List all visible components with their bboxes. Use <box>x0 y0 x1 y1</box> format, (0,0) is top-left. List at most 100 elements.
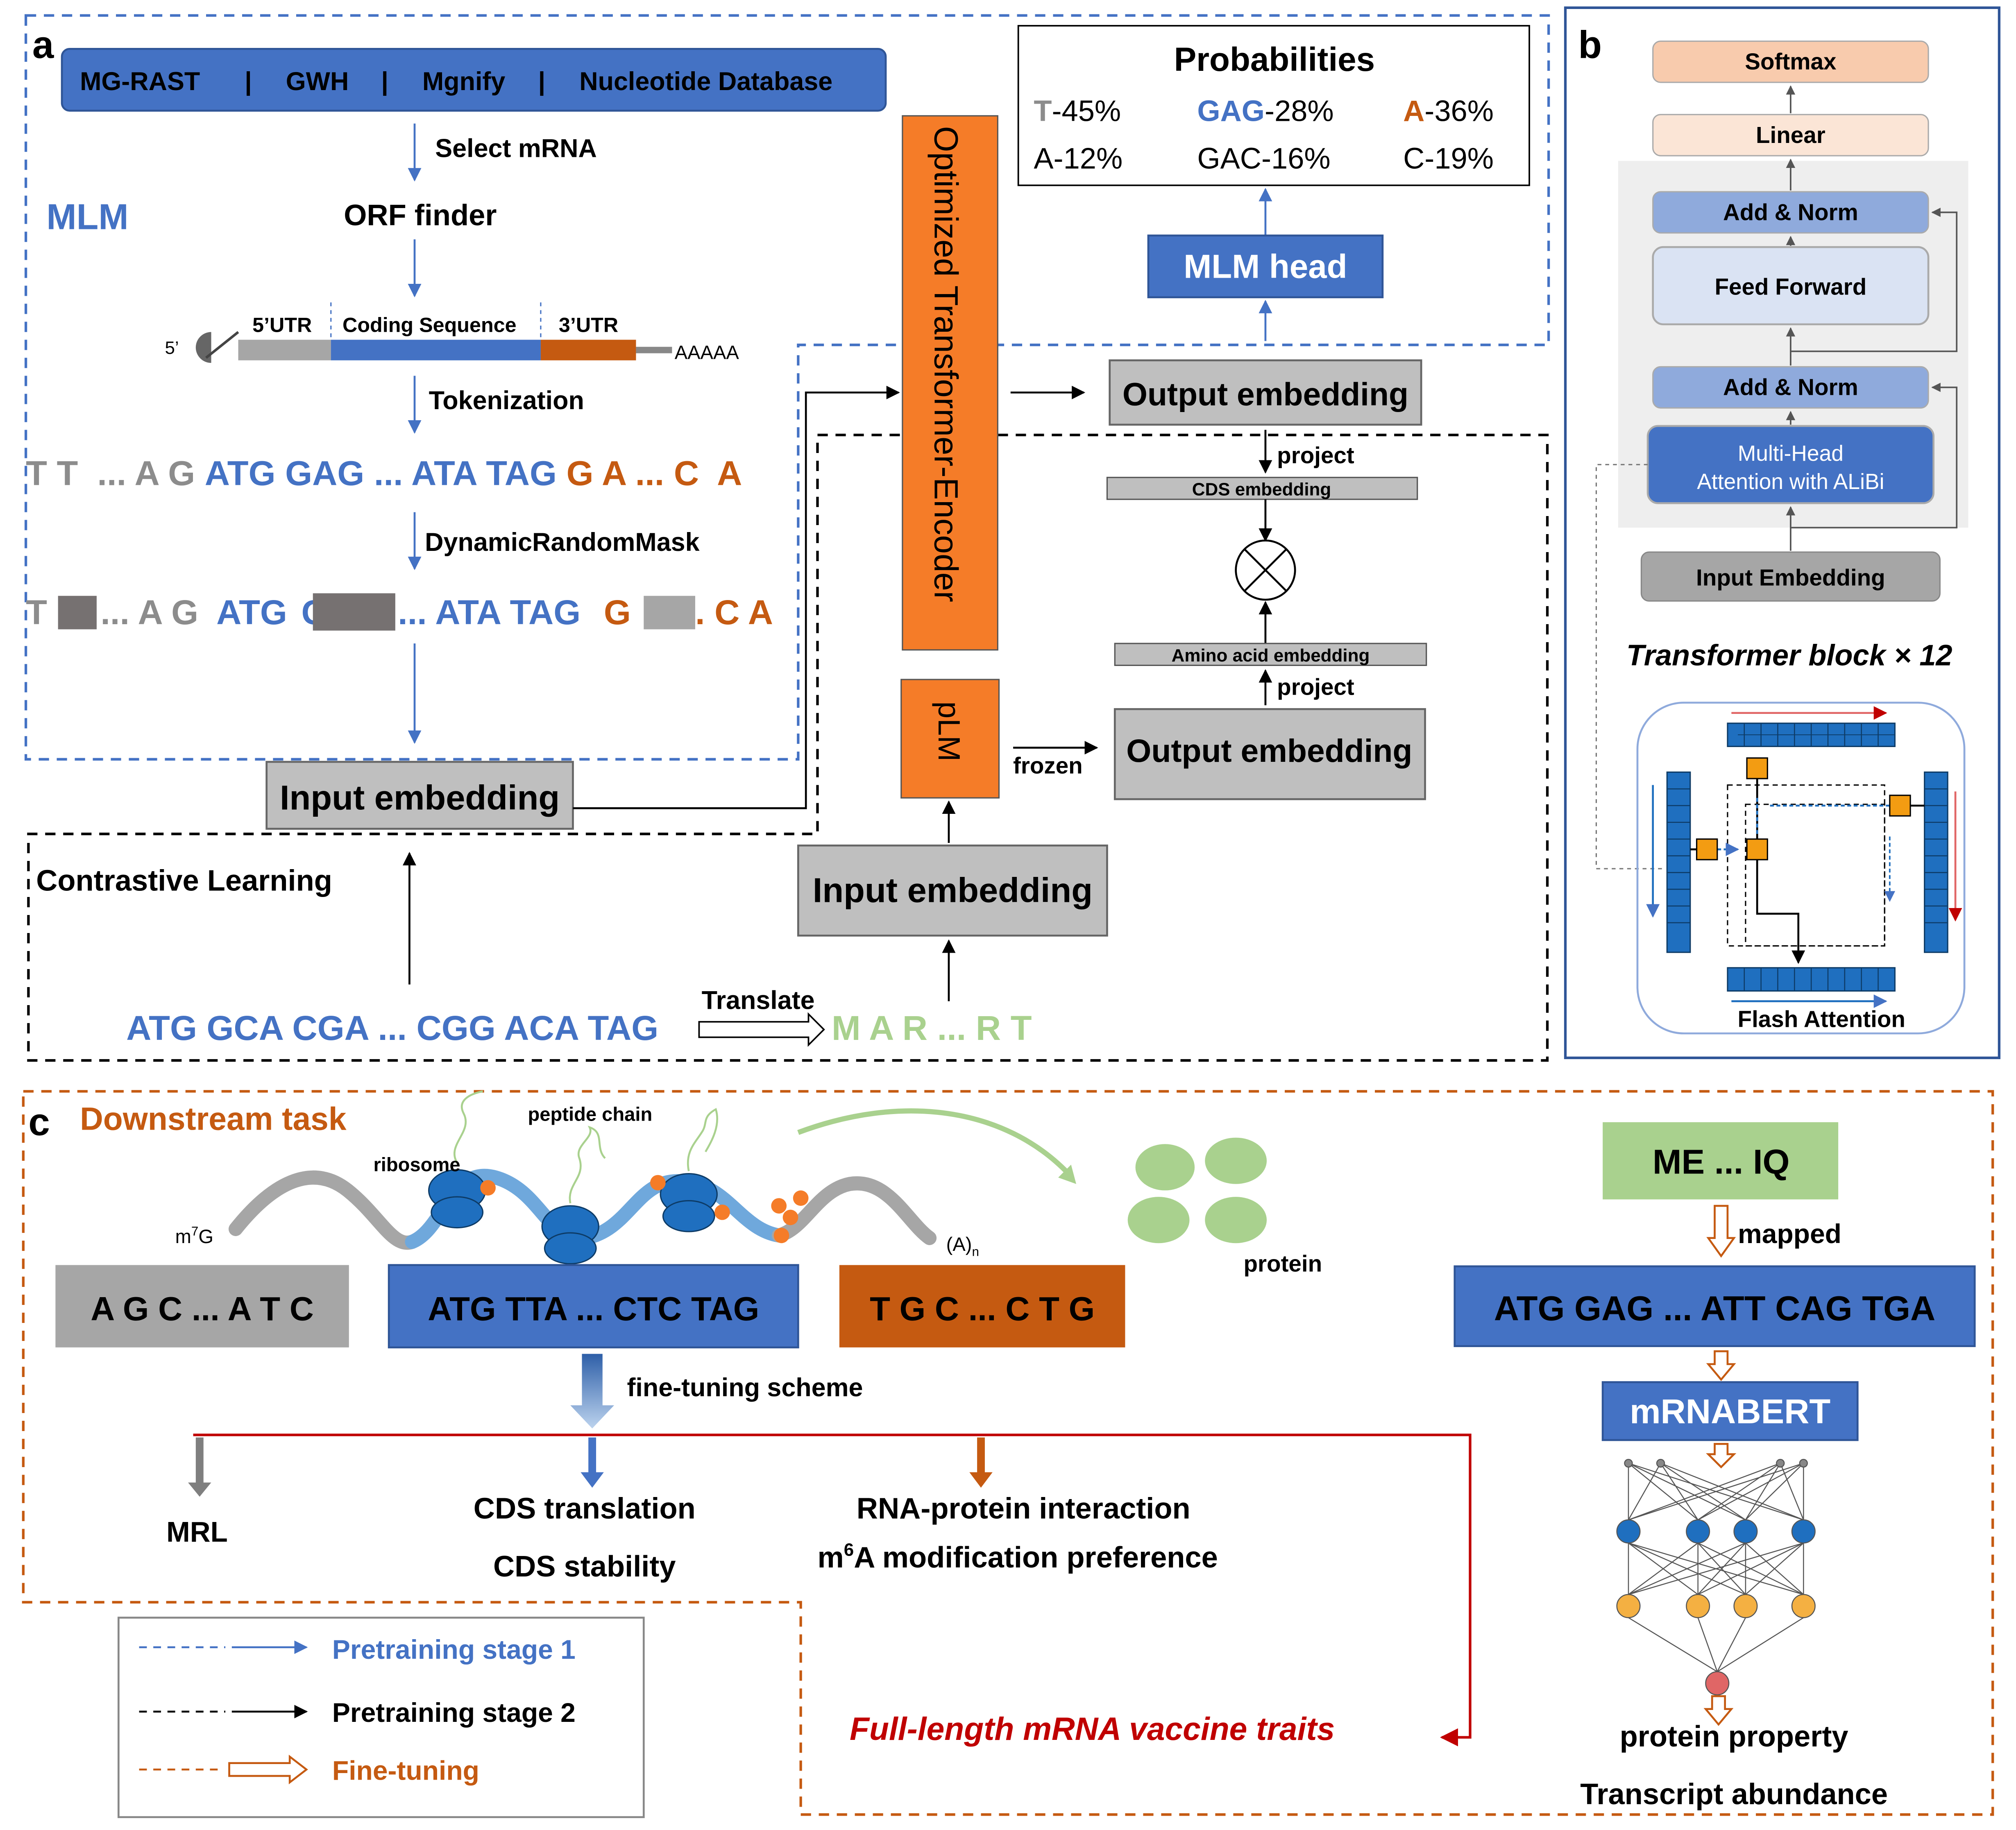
ribosome-label: ribosome <box>373 1153 460 1175</box>
mlm-label: MLM <box>46 196 128 237</box>
utr3-seq-box <box>839 1265 1125 1348</box>
full-length-label: Full-length mRNA vaccine traits <box>850 1711 1335 1747</box>
flash-attention-label: Flash Attention <box>1738 1006 1905 1032</box>
finetune-boundary <box>22 1090 1994 1816</box>
mapped-label: mapped <box>1738 1218 1841 1249</box>
protein-seq-label: ME ... IQ <box>1653 1142 1790 1181</box>
legend-stage2: Pretraining stage 2 <box>332 1697 576 1728</box>
linear-box <box>1652 114 1929 156</box>
prob-c: C-19% <box>1403 143 1494 175</box>
probabilities-box <box>1017 25 1530 186</box>
block-label: Transformer block × 12 <box>1626 639 1953 672</box>
cds-embedding-label: CDS embedding <box>1192 480 1331 500</box>
input-embedding-box-b <box>1640 551 1941 602</box>
panel-b-letter: b <box>1578 23 1602 66</box>
encoder-label: Optimized Transformer-Encoder <box>927 126 964 602</box>
utr3-segment <box>540 340 636 360</box>
m6a-label: m6A modification preference <box>817 1540 1218 1574</box>
curved-arrow-icon <box>797 1108 1070 1175</box>
protein-label: protein <box>1243 1250 1322 1276</box>
protein-icon <box>1127 1137 1267 1243</box>
amino-embedding-box <box>1114 643 1427 666</box>
utr3-seq-label: T G C ... C T G <box>870 1291 1095 1328</box>
output-embedding-box-2 <box>1113 708 1426 800</box>
prob-a: A-36% <box>1403 95 1494 127</box>
output-embedding-label-1: Output embedding <box>1123 376 1408 412</box>
output-embedding-box-1 <box>1109 359 1422 426</box>
database-nucleotide: Nucleotide Database <box>579 67 832 96</box>
encoder-box <box>902 115 998 651</box>
tokenization-label: Tokenization <box>429 386 584 415</box>
codon-seq-box <box>1454 1265 1976 1347</box>
panel-a-letter: a <box>32 23 54 66</box>
finetune-label: fine-tuning scheme <box>627 1373 863 1402</box>
mask-orange-g: G <box>604 593 631 632</box>
add-norm-label-2: Add & Norm <box>1723 374 1858 400</box>
database-sep: | <box>381 67 388 96</box>
codon-seq-label: ATG GAG ... ATT CAG TGA <box>1494 1289 1936 1328</box>
transcript-abundance-label: Transcript abundance <box>1580 1778 1888 1811</box>
panel-c: c Downstream task peptide chain ribosome… <box>22 1090 1994 1818</box>
database-sep: | <box>538 67 546 96</box>
mask-atg: ATG <box>216 593 287 632</box>
utr5-segment <box>238 340 331 360</box>
database-gwh: GWH <box>286 67 349 96</box>
linear-label: Linear <box>1756 122 1826 148</box>
flash-attention-frame <box>1636 702 1966 1035</box>
mlm-head-box <box>1147 234 1384 299</box>
mask-block-1 <box>58 596 97 630</box>
neural-network-icon <box>1616 1459 1816 1696</box>
cds-segment <box>331 340 541 360</box>
utr3-label: 3’UTR <box>559 313 618 337</box>
utr5-seq-box <box>55 1265 349 1348</box>
database-mgnify: Mgnify <box>422 67 505 96</box>
stage1-boundary <box>24 14 1550 761</box>
mha-to-flash-link <box>1595 464 1663 870</box>
flash-attention-diagram <box>1646 706 1962 1008</box>
input-embedding-box-2 <box>797 844 1108 937</box>
peptide-chain-label: peptide chain <box>528 1103 653 1125</box>
database-mgrast: MG-RAST <box>80 67 200 96</box>
panel-b: b Softmax Linear Add & Norm Feed Forward… <box>1564 6 2001 1059</box>
utr5-label: 5’UTR <box>252 313 312 337</box>
five-prime-label: 5’ <box>165 338 179 358</box>
protein-seq-box <box>1603 1122 1839 1200</box>
translate-label: Translate <box>702 986 815 1015</box>
downstream-title: Downstream task <box>80 1101 347 1137</box>
panel-a: a MG-RAST | GWH | Mgnify | Nucleotide Da… <box>24 14 1550 1062</box>
mrnabert-label: mRNABERT <box>1630 1392 1830 1431</box>
mask-blue-tail: ... ATA TAG <box>398 593 581 632</box>
ribosome-icon <box>428 1169 718 1265</box>
arrow-input-to-encoder <box>573 385 900 809</box>
prob-t: T-45% <box>1034 95 1121 127</box>
prob-a12: A-12% <box>1034 143 1123 175</box>
orf-finder-label: ORF finder <box>344 199 497 232</box>
mha-label-2: Attention with ALiBi <box>1697 470 1884 494</box>
panel-b-frame <box>1564 6 2001 1059</box>
probabilities-title: Probabilities <box>1174 41 1375 78</box>
frozen-label: frozen <box>1013 752 1083 778</box>
cap-icon <box>195 332 211 363</box>
residual-1 <box>1790 208 1958 352</box>
feed-forward-label: Feed Forward <box>1714 274 1866 300</box>
m7g-label: m7G <box>175 1224 213 1247</box>
rna-protein-label: RNA-protein interaction <box>857 1493 1191 1525</box>
contrastive-label: Contrastive Learning <box>36 864 332 897</box>
cds-seq-label: ATG TTA ... CTC TAG <box>428 1291 759 1328</box>
prob-gag: GAG-28% <box>1197 95 1333 127</box>
dna-sequence: ATG GCA CGA ... CGG ACA TAG <box>126 1008 658 1047</box>
panel-c-letter: c <box>28 1100 50 1143</box>
token-sequence: T T ... A G ATG GAG ... ATA TAG G A ... … <box>26 454 742 493</box>
softmax-box <box>1652 40 1929 83</box>
feed-forward-box <box>1652 246 1930 326</box>
mapped-arrow <box>1706 1205 1736 1258</box>
polya-label: AAAAA <box>675 342 739 363</box>
protein-dot-icons <box>480 1175 809 1243</box>
cds-translation-label: CDS translation <box>474 1493 696 1525</box>
mask-t: T <box>26 593 47 632</box>
add-norm-box-1 <box>1652 191 1929 234</box>
select-mrna-label: Select mRNA <box>435 134 597 163</box>
plm-box <box>900 679 1000 799</box>
input-embedding-label-1: Input embedding <box>280 778 560 817</box>
